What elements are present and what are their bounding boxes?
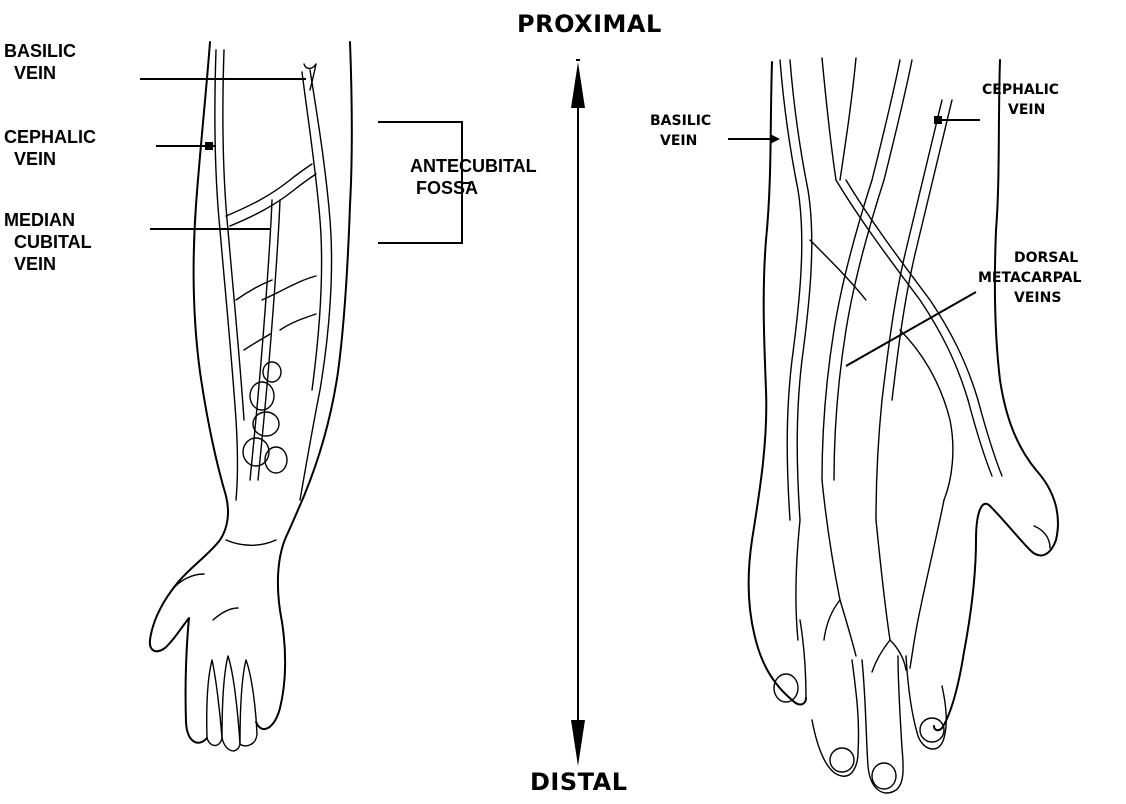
forearm-network-4 (280, 314, 316, 330)
forearm-palm-crease (213, 608, 238, 620)
forearm-cephalic-vein-b (223, 50, 244, 420)
hand-cephalic-vein (876, 100, 942, 520)
forearm-network-3 (244, 334, 270, 350)
forearm-cephalic-vein (215, 50, 238, 500)
forearm-median-cubital-vein (226, 164, 312, 216)
forearm-finger-2 (222, 656, 240, 751)
forearm-finger-1 (207, 660, 222, 746)
hand-metacarpal-1 (822, 480, 856, 656)
hand-metacarpal-branch-1 (824, 600, 840, 640)
hand-finger-little (800, 620, 806, 698)
label-line: FOSSA (416, 177, 537, 199)
label-line: VEIN (660, 131, 711, 151)
hand-nail-2 (830, 748, 854, 772)
hand-top-vessel-1 (822, 58, 836, 180)
forearm-basilic-vein-top (304, 64, 316, 90)
hand-basilic-vein-b (790, 60, 812, 520)
hand-illustration (749, 58, 1058, 793)
hand-network-5 (810, 240, 866, 300)
hand-top-vessel-3 (872, 60, 900, 180)
hand-nail-1 (774, 674, 798, 702)
label-line: BASILIC (4, 40, 76, 62)
hand-metacarpal-2 (876, 520, 890, 640)
hand-metacarpal-branch-4 (796, 520, 800, 640)
forearm-wrist-loop-1 (250, 382, 274, 410)
label-line: MEDIAN (4, 209, 92, 231)
hand-metacarpal-leader (846, 292, 976, 366)
label-line: VEIN (14, 148, 96, 170)
forearm-median-cubital-vein-label: MEDIAN CUBITAL VEIN (4, 209, 92, 275)
hand-dorsal-metacarpal-veins-label: DORSAL METACARPAL VEINS (978, 248, 1081, 308)
hand-cephalic-vein-label: CEPHALIC VEIN (982, 80, 1059, 120)
proximal-distal-axis (571, 60, 585, 766)
cephalic-leader-tick (205, 142, 213, 150)
forearm-median-cubital-vein-b (230, 174, 316, 226)
distal-label: DISTAL (530, 768, 628, 796)
hand-top-vessel-4 (884, 60, 912, 180)
forearm-wrist-loop-5 (263, 362, 281, 382)
label-line: VEIN (14, 62, 76, 84)
hand-metacarpal-3 (910, 500, 944, 668)
label-line: METACARPAL (978, 268, 1081, 288)
axis-arrowhead-up (571, 62, 585, 108)
label-line: VEIN (1008, 100, 1059, 120)
hand-network-6 (900, 330, 953, 500)
hand-finger-ring (812, 660, 859, 776)
hand-nail-3 (872, 763, 896, 789)
antecubital-fossa-label: ANTECUBITAL FOSSA (410, 155, 537, 199)
forearm-wrist-loop-2 (253, 412, 279, 436)
proximal-label: PROXIMAL (517, 10, 662, 38)
hand-outline-ulnar (749, 62, 806, 704)
hand-top-vessel-2 (840, 58, 856, 180)
label-line: CUBITAL (14, 231, 92, 253)
hand-outline-radial (934, 60, 1058, 730)
forearm-basilic-vein (300, 70, 332, 500)
hand-finger-index (906, 656, 946, 749)
forearm-illustration (150, 42, 352, 751)
hand-cephalic-leader-tick (934, 116, 942, 124)
forearm-outline-radial (150, 42, 228, 743)
label-line: CEPHALIC (4, 126, 96, 148)
forearm-basilic-vein-label: BASILIC VEIN (4, 40, 76, 84)
hand-basilic-vein-label: BASILIC VEIN (650, 111, 711, 151)
forearm-wrist-crease (226, 540, 276, 545)
forearm-cephalic-vein-label: CEPHALIC VEIN (4, 126, 96, 170)
hand-thumb-vein-b (978, 400, 1002, 476)
forearm-wrist-loop-4 (265, 447, 287, 473)
hand-metacarpal-branch-2 (872, 640, 890, 672)
axis-arrowhead-down (571, 720, 585, 766)
forearm-basilic-vein-b (302, 72, 322, 390)
forearm-network-2 (262, 276, 316, 300)
hand-finger-middle (862, 656, 903, 793)
hand-basilic-vein (780, 60, 802, 520)
hand-basilic-leader-arrow (770, 134, 780, 144)
forearm-finger-3 (240, 660, 257, 746)
forearm-thumb-crease (172, 574, 204, 590)
label-line: ANTECUBITAL (410, 155, 537, 177)
label-line: VEIN (14, 253, 92, 275)
hand-network-1 (836, 180, 968, 400)
label-line: DORSAL (1014, 248, 1081, 268)
hand-thumb-nail (1034, 526, 1050, 548)
hand-cephalic-vein-b (892, 100, 952, 400)
label-line: BASILIC (650, 111, 711, 131)
label-line: CEPHALIC (982, 80, 1059, 100)
label-line: VEINS (1014, 288, 1081, 308)
